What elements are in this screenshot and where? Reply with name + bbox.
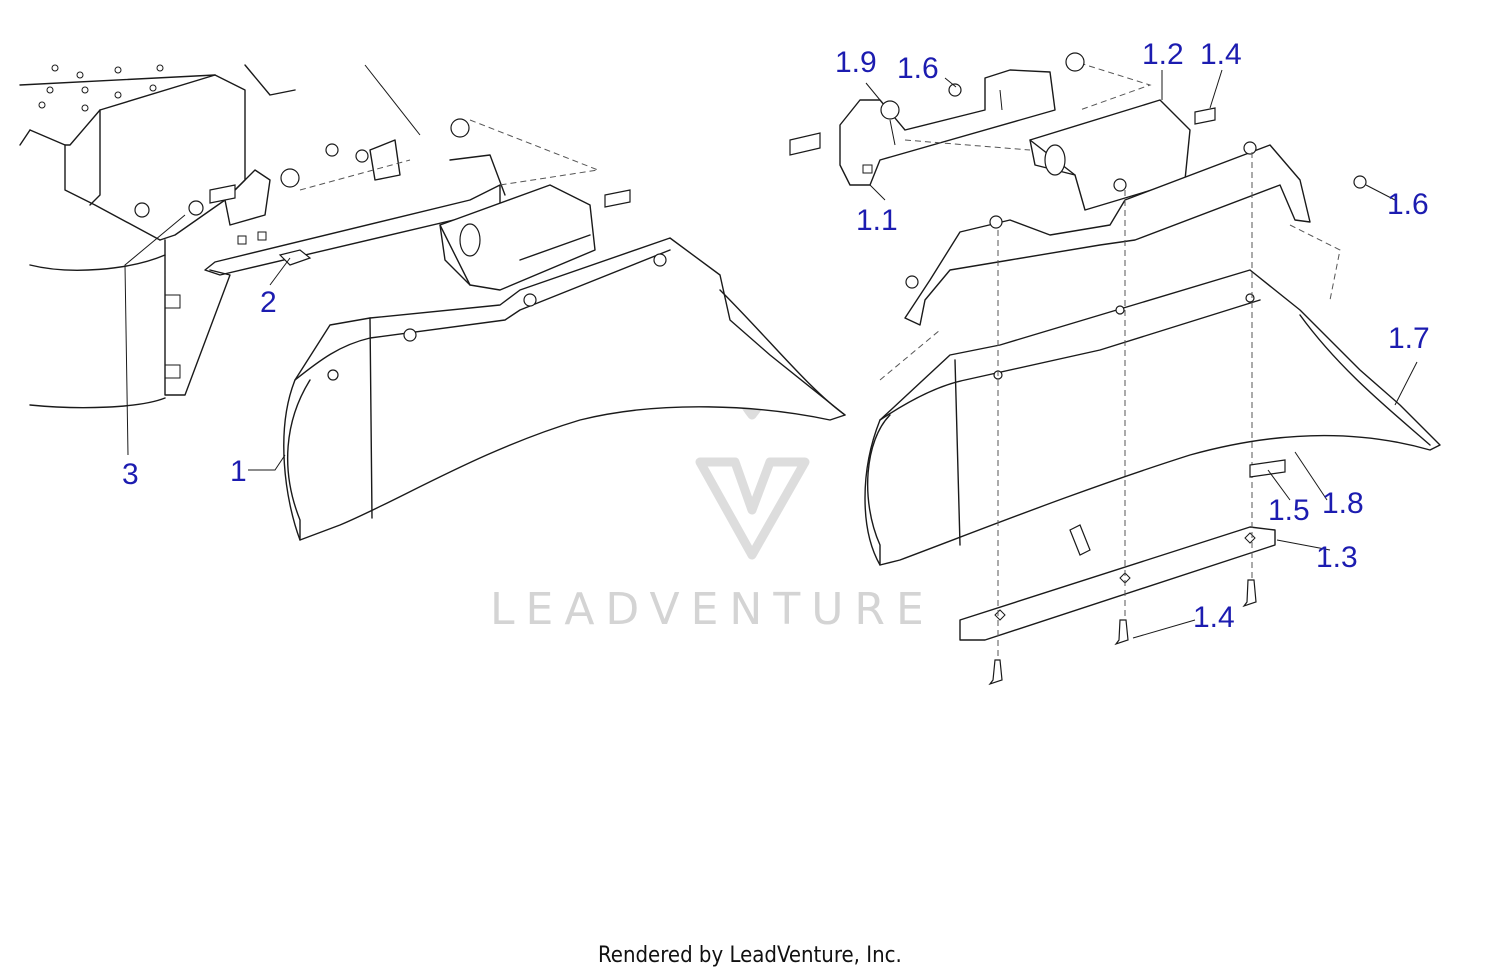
callout-1-4-top: 1.4 [1200,38,1242,71]
callout-1-5: 1.5 [1268,494,1310,527]
callout-3: 3 [122,458,139,491]
left-leaders [124,214,291,471]
nut-icon [325,143,339,157]
callout-1-4-bottom: 1.4 [1193,601,1235,634]
callout-1-8: 1.8 [1322,487,1364,520]
washer-icon [188,200,204,216]
left-hinge-block [439,184,596,291]
screw-icon [1242,579,1257,608]
callout-1-2: 1.2 [1142,38,1184,71]
right-assembly [789,52,1441,686]
callout-labels: 1.9 1.6 1.2 1.4 1.1 1.6 1.7 1.5 1.8 1.3 … [122,38,1430,634]
bolt-icon [1069,524,1091,556]
washer-icon [1065,52,1085,72]
left-mounting-bracket [204,119,600,276]
callout-1-1: 1.1 [856,204,898,237]
bolt-icon [209,184,236,204]
callout-1: 1 [230,455,247,488]
right-hardware [789,52,1367,686]
nut-icon [1353,175,1367,189]
watermark: LEADVENTURE [490,345,935,635]
watermark-text: LEADVENTURE [490,584,935,635]
nut-icon [948,83,962,97]
bolt-icon [604,189,631,208]
callout-1-6-top: 1.6 [897,52,939,85]
washer-icon [880,100,900,120]
washer-icon [450,118,470,138]
right-mount-plate [904,141,1311,326]
nut-icon [905,275,919,289]
callout-2: 2 [260,286,277,319]
callout-1-6-right: 1.6 [1387,188,1429,221]
left-deflector [283,237,846,541]
right-alignment-lines [879,152,1341,675]
left-hardware [134,118,631,266]
right-deflector [864,269,1441,566]
bolt-icon [1249,459,1286,478]
callout-1-7: 1.7 [1388,322,1430,355]
nut-icon [355,149,369,163]
screw-icon [988,659,1003,686]
left-assembly [19,64,846,541]
callout-1-9: 1.9 [835,46,877,79]
footer-credit: Rendered by LeadVenture, Inc. [598,943,902,968]
bolt-icon [1194,107,1216,125]
mower-frame [19,64,421,409]
right-leaders [865,69,1418,639]
screw-icon [1114,619,1129,646]
grip-pattern [38,64,164,112]
bolt-icon [278,249,312,266]
watermark-logo-icon [695,457,810,560]
callout-1-3: 1.3 [1316,541,1358,574]
washer-icon [280,168,300,188]
bolt-icon [789,132,821,156]
nut-icon [134,202,150,218]
